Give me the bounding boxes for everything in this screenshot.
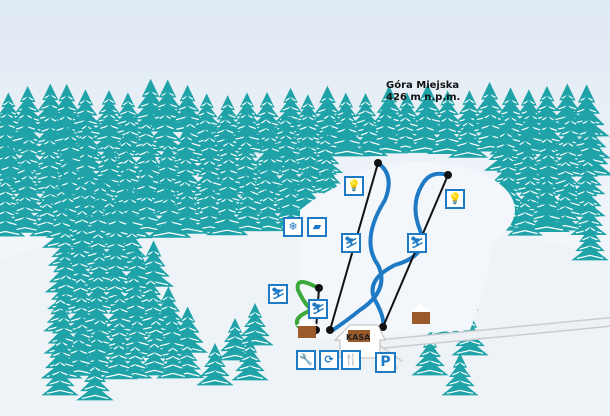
tree [28,195,65,237]
tree [523,179,570,232]
tree [136,335,172,376]
tree [236,303,274,346]
tree [507,195,543,236]
ticket-office-label: KASA [346,333,371,342]
tree [166,84,209,132]
tree [205,187,249,236]
tree [169,338,205,379]
snowcat-icon[interactable]: ▰ [307,217,327,237]
peak-label: Góra Miejska 426 m n.p.m. [386,80,460,104]
ski-service-icon[interactable]: 🔧 [296,350,316,370]
tree [571,218,609,261]
parking-icon[interactable]: P [375,352,396,373]
ski-slope-area [300,168,493,340]
tree [41,353,79,396]
hut-left [296,318,320,338]
lamp-icon[interactable]: 💡 [344,176,364,196]
hut-right [410,304,432,324]
tree [441,353,479,396]
peak-altitude: 426 m n.p.m. [386,92,461,103]
tree [196,343,234,386]
snowflake-icon[interactable]: ❄ [283,217,303,237]
tree [324,104,370,157]
tree [76,358,114,401]
ski-school-icon[interactable]: ⛷ [268,284,288,304]
ski-lift-icon[interactable]: ⛷ [308,299,328,319]
tree [146,186,192,238]
tree [99,336,138,380]
buildings [296,304,432,359]
ski-lift-icon[interactable]: ⛷ [407,233,427,253]
restaurant-icon[interactable]: 🍴 [341,350,361,370]
tree [0,191,26,237]
ski-lift-icon[interactable]: ⛷ [341,233,361,253]
ski-rental-icon[interactable]: ⟳ [319,350,339,370]
tree [155,339,190,379]
forest [0,78,610,401]
peak-name: Góra Miejska [386,80,460,91]
piste-1 [331,161,391,332]
tree [448,112,489,158]
tree [231,338,269,381]
lamp-icon[interactable]: 💡 [445,189,465,209]
tree [426,107,468,154]
